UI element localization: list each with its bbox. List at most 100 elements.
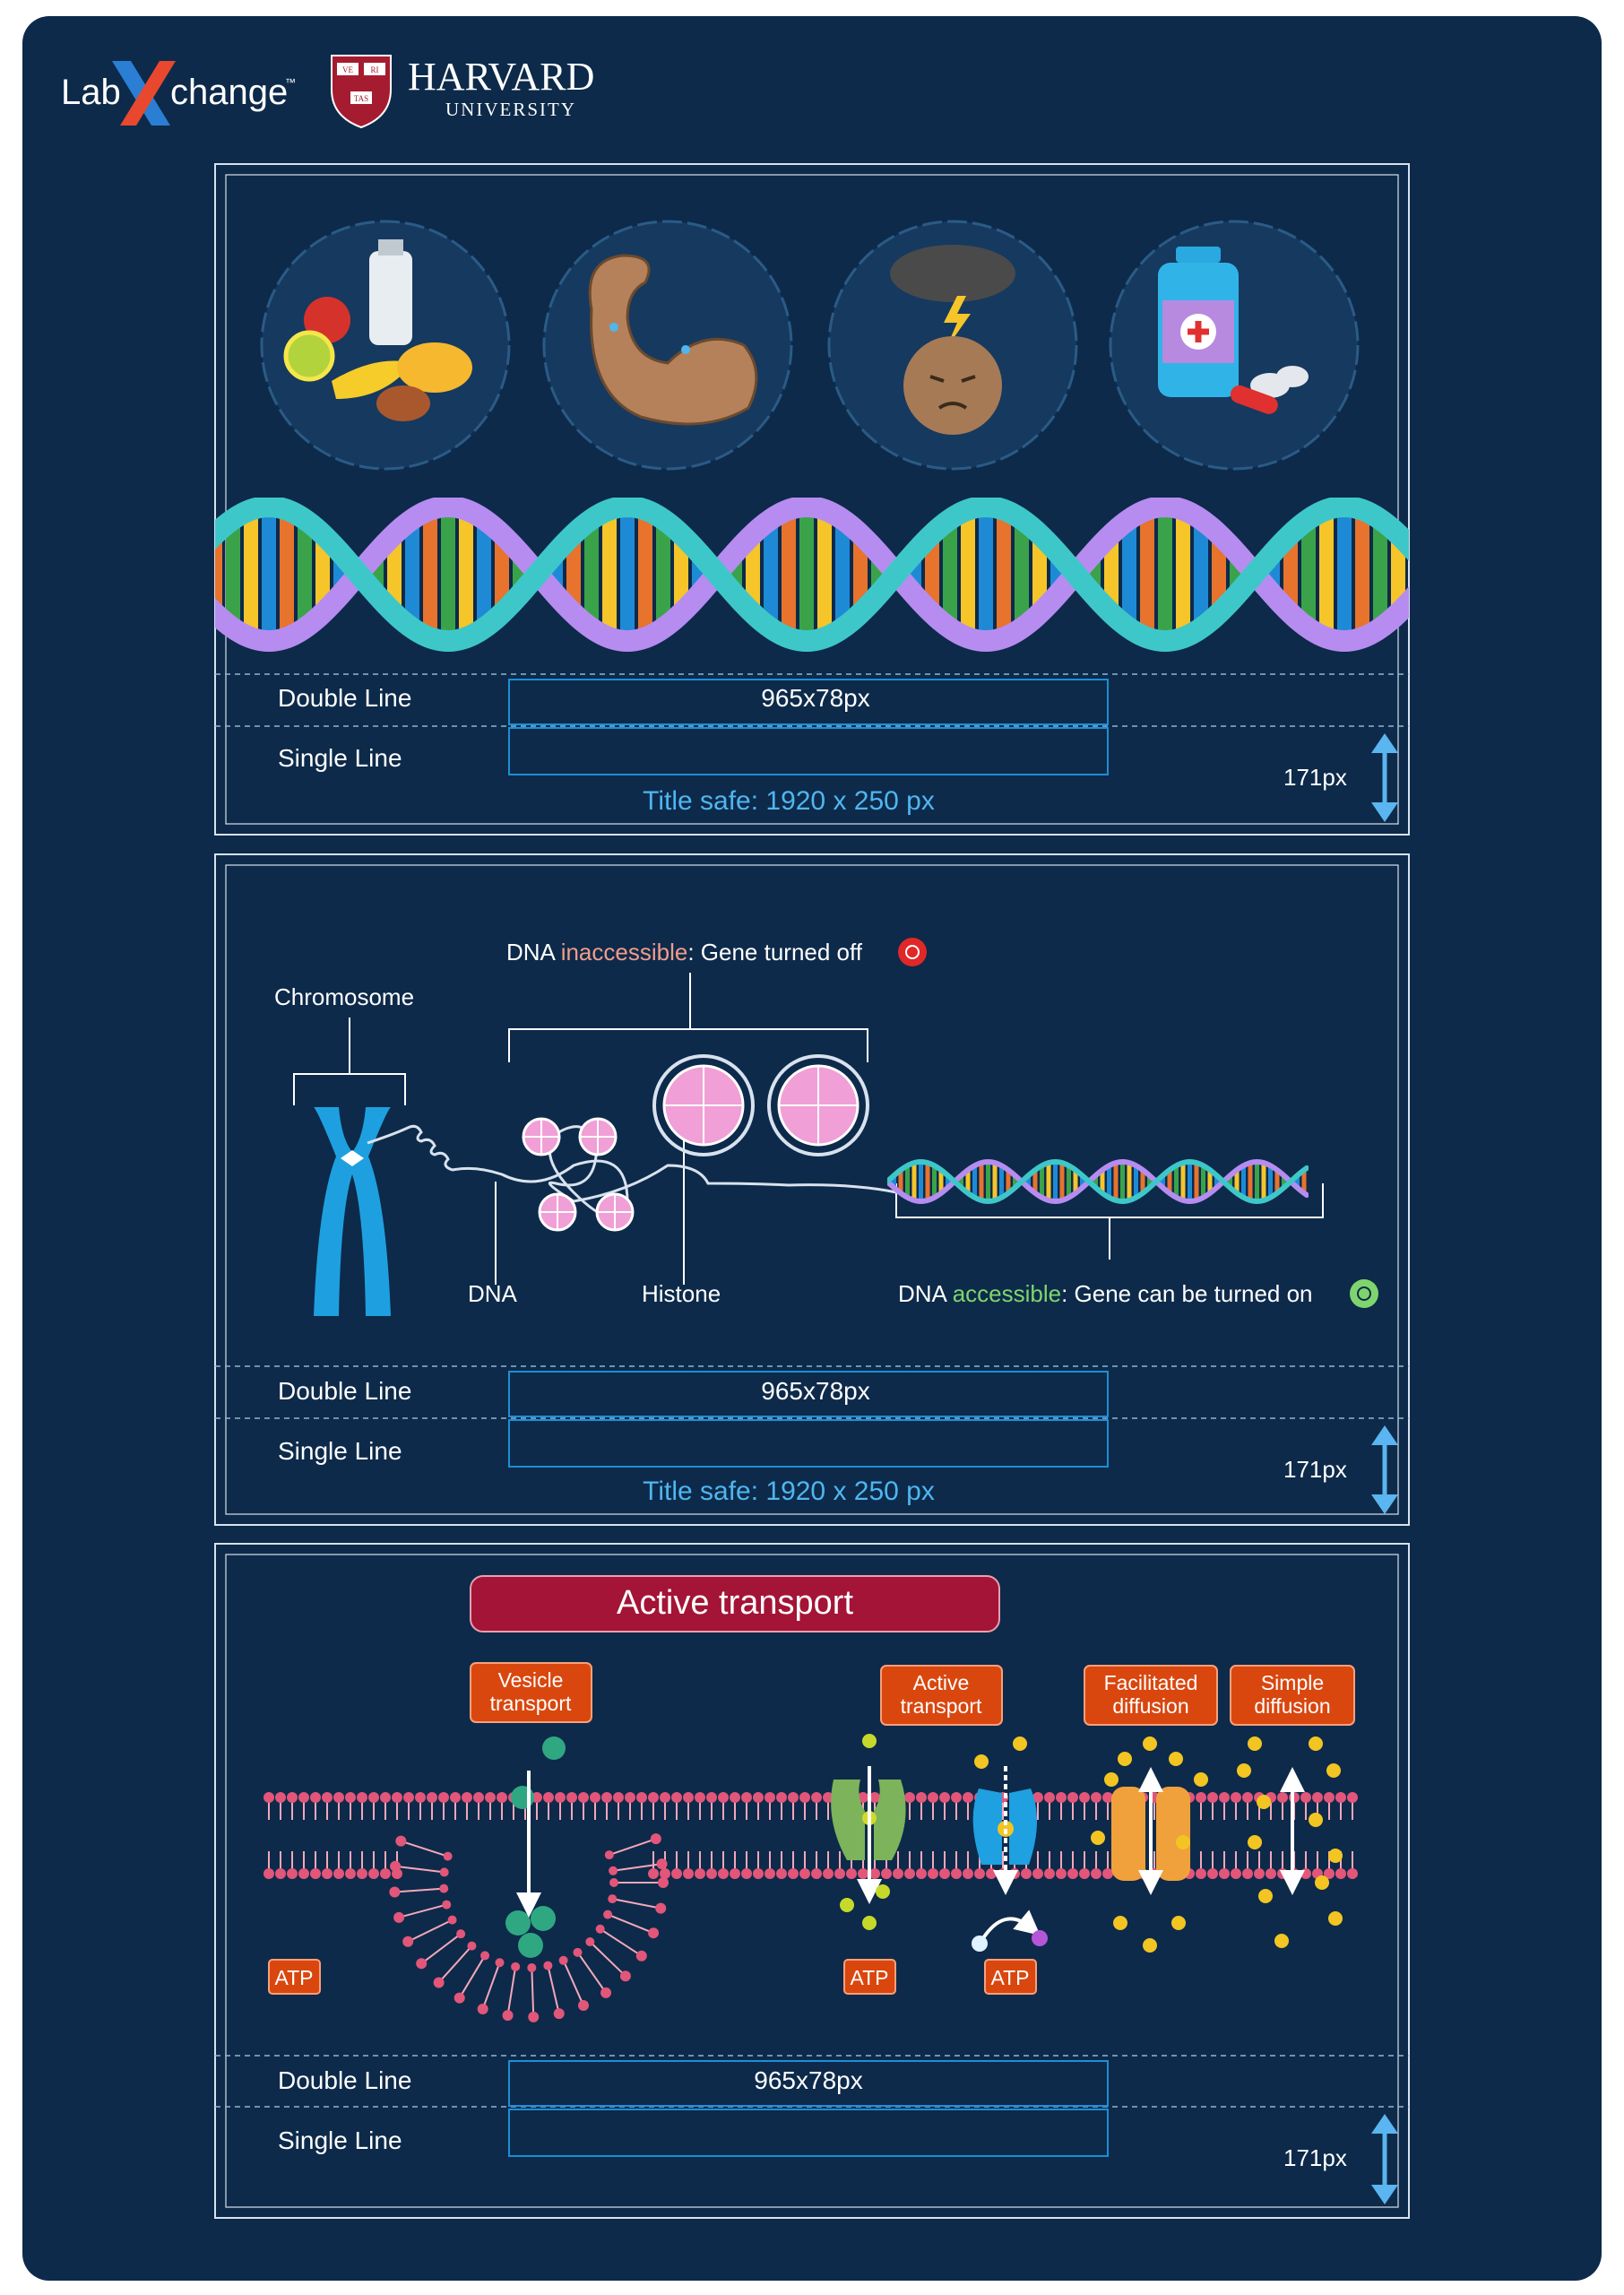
dna-base-pair [1093, 1175, 1098, 1188]
dna-base-pair [1053, 1162, 1058, 1201]
dna-base-pair [1355, 509, 1369, 638]
panel-2-inner-frame [225, 864, 1399, 1515]
dna-base-pair [620, 507, 635, 641]
dna-base-pair [1241, 1165, 1246, 1198]
lipid-head [1335, 1868, 1346, 1879]
lipid-head [322, 1868, 333, 1879]
dna-base-pair [1201, 1165, 1205, 1198]
panel-1-box-size-label: 965x78px [761, 684, 869, 712]
lipid-head [1324, 1868, 1335, 1879]
lipid-head [951, 1792, 962, 1803]
histone-large-pair [652, 1054, 869, 1156]
dna-base-pair [746, 533, 760, 614]
dna-base-pair [979, 507, 993, 641]
lipid-head [462, 1792, 472, 1803]
dna-base-pair [1283, 533, 1298, 614]
tag-vesicle-transport: Vesicle transport [470, 1662, 592, 1723]
lipid-head [660, 1868, 670, 1879]
lipid-head [869, 1792, 880, 1803]
vesicle-lipid-tail [562, 1960, 584, 2006]
lipid-head [893, 1868, 903, 1879]
lipid-head [741, 1868, 752, 1879]
dna-base-pair [817, 509, 832, 638]
lipid-head [858, 1792, 868, 1803]
lipid-head [438, 1792, 449, 1803]
atp-tag-active-green: ATP [843, 1959, 896, 1995]
lipid-head [939, 1792, 950, 1803]
dna-base-pair [459, 509, 473, 638]
vesicle-lipid-head [433, 1977, 445, 1988]
lipid-head [333, 1792, 344, 1803]
dna-base-pair [1127, 1163, 1132, 1200]
dna-base-pair [979, 1163, 984, 1200]
lipid-head [1347, 1792, 1358, 1803]
lipid-head [1091, 1868, 1101, 1879]
lipid-head [590, 1792, 600, 1803]
panel-3-height-label: 171px [1283, 2144, 1347, 2171]
dna-base-pair [1140, 509, 1154, 638]
dna-base-pair [764, 519, 778, 628]
dna-base-pair [992, 1163, 998, 1200]
dna-base-pair [999, 1165, 1004, 1198]
dna-base-pair [1104, 533, 1119, 614]
dna-base-pair [244, 509, 258, 638]
dna-base-pair [925, 1163, 930, 1200]
flexed-arm-icon [542, 220, 793, 471]
dna-base-pair [584, 519, 599, 628]
panel-3-height-arrow-icon [1371, 2114, 1398, 2204]
dna-base-pair [1080, 1175, 1084, 1188]
dna-base-pair [898, 1170, 903, 1193]
lipid-head [403, 1792, 414, 1803]
vesicle-lipid-head [609, 1866, 618, 1875]
dna-base-pair [315, 533, 330, 614]
dna-base-pair [782, 509, 796, 638]
vesicle-lipid-tail [437, 1944, 473, 1984]
lipid-head [648, 1868, 659, 1879]
lipid-head [648, 1792, 659, 1803]
lipid-head [578, 1792, 589, 1803]
dna-base-pair [997, 509, 1011, 638]
dna-base-pair [946, 1175, 950, 1188]
lipid-head [881, 1868, 892, 1879]
lipid-head [858, 1868, 868, 1879]
panel-2-double-line-label: Double Line [278, 1377, 411, 1405]
lipid-head [531, 1792, 542, 1803]
vesicle-lipid-head [502, 2010, 514, 2022]
vesicle-lipid-tail [576, 1952, 607, 1994]
lipid-head [671, 1792, 682, 1803]
lipid-head [298, 1792, 309, 1803]
panel-3: Active transport Vesicle transport Activ… [214, 1543, 1410, 2219]
dna-backbone-strand [215, 498, 1409, 653]
dna-base-pair [1282, 1175, 1286, 1188]
lipid-head [1347, 1868, 1358, 1879]
lipid-head [275, 1792, 286, 1803]
lipid-head [660, 1792, 670, 1803]
dna-base-pair [1255, 1162, 1259, 1201]
lipid-head [799, 1868, 810, 1879]
vesicle-lipid-head [658, 1877, 669, 1888]
dna-base-pair [965, 1170, 971, 1193]
lipid-head [753, 1792, 764, 1803]
vesicle-lipid-head [495, 1958, 505, 1968]
lipid-head [683, 1868, 694, 1879]
tag-facilitated-diffusion: Facilitated diffusion [1084, 1665, 1218, 1726]
lipid-head [730, 1792, 740, 1803]
dna-backbone-strand [215, 498, 1409, 653]
lipid-head [310, 1792, 321, 1803]
svg-text:Vesicle: Vesicle [498, 1668, 564, 1692]
vesicle-lipid-head [395, 1835, 407, 1847]
svg-text:transport: transport [490, 1692, 572, 1715]
lipid-head [974, 1868, 985, 1879]
panel-2-caption-box-double [508, 1371, 1109, 1417]
vesicle-lipid-head [390, 1860, 402, 1872]
panel-1: Double Line Single Line 965x78px 171px T… [214, 163, 1410, 836]
dna-base-pair [1046, 1163, 1051, 1200]
vesicle-lipid-tail [398, 1903, 447, 1918]
dna-base-pair [1188, 1162, 1192, 1201]
dna-base-pair [892, 1175, 896, 1188]
vesicle-lipid-tail [589, 1941, 626, 1977]
dna-base-pair [1067, 1165, 1071, 1198]
lipid-head [951, 1868, 962, 1879]
lipid-head [1196, 1868, 1206, 1879]
